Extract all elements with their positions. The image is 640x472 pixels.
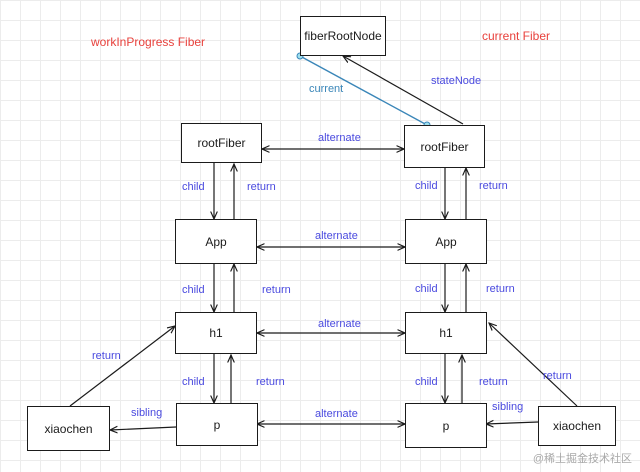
wip-child-label-3: child [182, 376, 205, 388]
wip-sibling-arrow [110, 427, 177, 430]
cur-child-label-2: child [415, 283, 438, 295]
cur-return-label-2: return [486, 283, 515, 295]
cur-sibling-label: sibling [492, 401, 524, 413]
wip-child-label-2: child [182, 284, 205, 296]
current-label: current [309, 83, 344, 95]
watermark: @稀土掘金技术社区 [532, 453, 632, 465]
wip-app-node: App [175, 219, 257, 264]
statenode-label: stateNode [431, 75, 482, 87]
cur-xiaochen-return-arrow [489, 323, 578, 407]
cur-root-fiber-node: rootFiber [404, 125, 485, 168]
cur-child-label-1: child [415, 180, 438, 192]
cur-h1-node: h1 [405, 312, 487, 354]
wip-return-label-2: return [262, 284, 291, 296]
cur-return-label-1: return [479, 180, 508, 192]
cur-return-label-3: return [479, 376, 508, 388]
wip-xiaochen-node: xiaochen [27, 406, 110, 451]
alternate-label-app: alternate [315, 230, 358, 242]
wip-xiaochen-return-label: return [92, 350, 121, 362]
current-link [299, 55, 428, 126]
wip-p-node: p [176, 403, 258, 446]
cur-child-label-3: child [415, 376, 438, 388]
cur-xiaochen-node: xiaochen [538, 406, 616, 446]
wip-root-fiber-node: rootFiber [181, 123, 262, 163]
fiber-root-node: fiberRootNode [300, 16, 386, 56]
wip-return-label-3: return [256, 376, 285, 388]
cur-app-node: App [405, 219, 487, 264]
alternate-label-rootfiber: alternate [318, 132, 361, 144]
cur-xiaochen-return-label: return [543, 370, 572, 382]
workinprogress-fiber-title: workInProgress Fiber [91, 35, 206, 49]
cur-sibling-arrow [486, 422, 539, 424]
current-fiber-title: current Fiber [482, 29, 551, 43]
wip-child-label-1: child [182, 181, 205, 193]
wip-xiaochen-return-arrow [69, 326, 175, 407]
wip-h1-node: h1 [175, 312, 257, 354]
statenode-arrow [343, 56, 464, 125]
cur-p-node: p [405, 403, 487, 448]
alternate-label-h1: alternate [318, 318, 361, 330]
wip-return-label-1: return [247, 181, 276, 193]
alternate-label-p: alternate [315, 408, 358, 420]
wip-sibling-label: sibling [131, 407, 163, 419]
